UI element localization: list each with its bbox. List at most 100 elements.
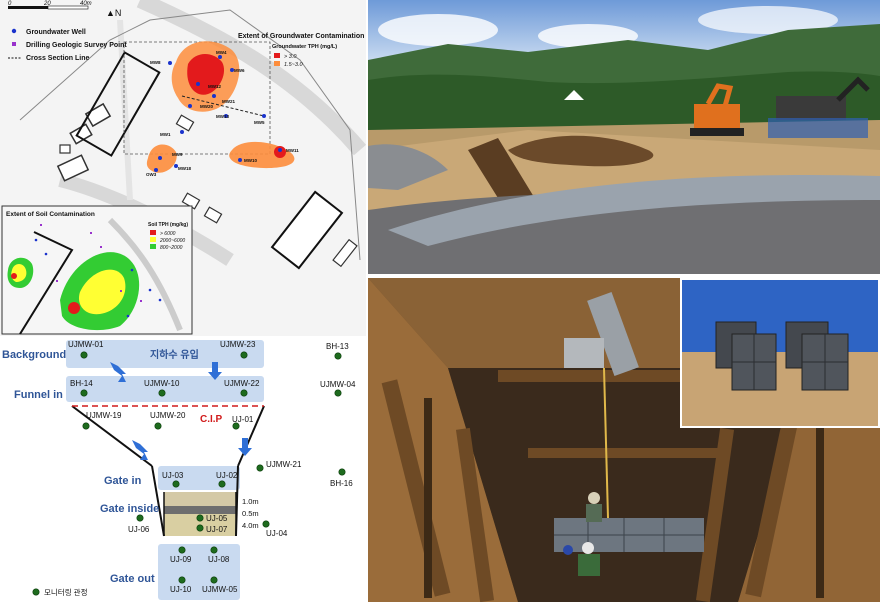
label-mw21: MW21	[222, 99, 235, 104]
label-mw8: MW8	[150, 60, 161, 65]
geotextile-sheet	[388, 174, 880, 246]
background-row-box	[66, 340, 264, 368]
well-label-uj06: UJ-06	[128, 525, 150, 534]
label-mw6: MW6	[234, 68, 245, 73]
legend-cross-section: Cross Section Line	[26, 55, 90, 62]
building	[59, 144, 71, 154]
site-photo-excavation	[368, 0, 880, 274]
groundwater-extent-title: Extent of Groundwater Contamination	[238, 33, 364, 40]
site-boundary	[19, 9, 361, 261]
gate-install-photo	[368, 278, 880, 602]
gate-layer-top	[164, 492, 236, 506]
excavator-arm	[587, 291, 639, 377]
site-map: 0 20 40m ▲N Groundwater Well Drilling Ge…	[1, 0, 366, 335]
monitoring-well-markers	[80, 351, 346, 584]
scale-tick-40: 40m	[80, 1, 92, 7]
gate-side-right	[235, 465, 239, 537]
prb-schematic-panel: Background Funnel in Gate in Gate inside…	[0, 336, 366, 602]
label-mw1: MW1	[160, 132, 171, 137]
well-label-ujmw20: UJMW-20	[150, 411, 186, 420]
label-mw20: MW20	[200, 104, 213, 109]
well-label-uj01: UJ-01	[232, 415, 254, 424]
large-building	[270, 190, 344, 270]
label-mw9: MW9	[172, 152, 183, 157]
depth-label-3: 4.0m	[242, 521, 259, 530]
well-label-uj03: UJ-03	[162, 471, 184, 480]
groundwater-tph-subtitle: Groundwater TPH (mg/L)	[272, 44, 337, 50]
lifting-strap	[603, 367, 609, 519]
blue-tarp	[768, 118, 868, 138]
gate-side-left	[151, 465, 165, 537]
soil-plume-red-west	[11, 273, 17, 279]
well-label-ujmw22: UJMW-22	[224, 379, 260, 388]
well-legend-dot-icon	[11, 28, 17, 34]
well-label-bh16: BH-16	[330, 479, 353, 488]
row-label-background: Background	[2, 349, 66, 361]
gate-out-box	[158, 544, 240, 600]
road-left	[368, 144, 448, 190]
funnel-wall-right	[237, 405, 265, 467]
row-label-gate-out: Gate out	[110, 573, 155, 585]
legend-drilling-point: Drilling Geologic Survey Point	[26, 42, 127, 49]
pit-struts-dark	[424, 398, 824, 598]
depth-label-2: 0.5m	[242, 509, 259, 518]
soil-extent-title: Extent of Soil Contamination	[6, 211, 95, 218]
legend-groundwater-well: Groundwater Well	[26, 29, 86, 36]
path-inner	[117, 19, 133, 201]
well-label-uj10: UJ-10	[170, 585, 192, 594]
well-legend-label: 모니터링 관정	[44, 587, 87, 597]
site-photo-gate-installation	[368, 278, 880, 602]
tent	[564, 90, 584, 100]
funnel-wall-left	[71, 405, 153, 467]
cloud	[698, 6, 838, 34]
depth-label-1: 1.0m	[242, 497, 259, 506]
groundwater-extent-box	[123, 41, 271, 155]
soil-legend-high: > 6000	[160, 231, 176, 237]
well-label-ujmw01: UJMW-01	[68, 340, 104, 349]
scale-tick-0: 0	[8, 1, 12, 7]
well-label-ujmw19: UJMW-19	[86, 411, 122, 420]
excavator-arm	[705, 83, 734, 111]
well-label-ujmw10: UJMW-10	[144, 379, 180, 388]
well-legend-icon	[32, 588, 40, 596]
worker-2-body	[578, 554, 600, 576]
well-label-ujmw05: UJMW-05	[202, 585, 238, 594]
excavation-photo	[368, 0, 880, 274]
soil-tph-subtitle: Soil TPH (mg/kg)	[148, 222, 188, 228]
soil-plume-yellow	[78, 269, 126, 315]
well-label-ujmw04: UJMW-04	[320, 380, 356, 389]
row-label-funnel-in: Funnel in	[14, 389, 63, 401]
building	[56, 154, 90, 182]
row-label-gate-inside: Gate inside	[100, 503, 159, 515]
soil-plume-red	[68, 302, 80, 314]
label-mw11: MW11	[286, 148, 299, 153]
well-label-bh14: BH-14	[70, 379, 93, 388]
inset-building-outline	[19, 231, 74, 335]
inset-road	[107, 217, 183, 332]
well-label-uj05: UJ-05	[206, 514, 228, 523]
label-ow3: OW3	[146, 172, 157, 177]
inset-photo-cages	[682, 280, 878, 426]
well-label-uj04: UJ-04	[266, 529, 288, 538]
soil-legend-mid: 2000~6000	[159, 238, 185, 244]
gw-legend-mid: 1.5~3.0	[284, 62, 303, 68]
flow-arrow-icons	[110, 362, 252, 460]
label-mw18: MW18	[178, 166, 191, 171]
gw-legend-high: > 3.0	[284, 54, 297, 60]
well-label-uj09: UJ-09	[170, 555, 192, 564]
cloud	[378, 14, 498, 46]
prb-schematic: Background Funnel in Gate in Gate inside…	[2, 340, 356, 600]
worker-3-helmet	[563, 545, 573, 555]
label-mw12: MW12	[208, 84, 221, 89]
worker-2-helmet	[582, 542, 594, 554]
excavator-bucket	[564, 338, 604, 368]
soil-legend-green-swatch	[150, 244, 156, 249]
excavator-body	[694, 104, 740, 130]
row-label-gate-in: Gate in	[104, 475, 142, 487]
soil-legend-red-swatch	[150, 230, 156, 235]
label-mw13: MW13	[216, 114, 229, 119]
label-mw5: MW5	[254, 120, 265, 125]
drilling-point-icon	[12, 42, 16, 46]
well-label-ujmw21: UJMW-21	[266, 460, 302, 469]
label-mw4: MW4	[216, 50, 227, 55]
